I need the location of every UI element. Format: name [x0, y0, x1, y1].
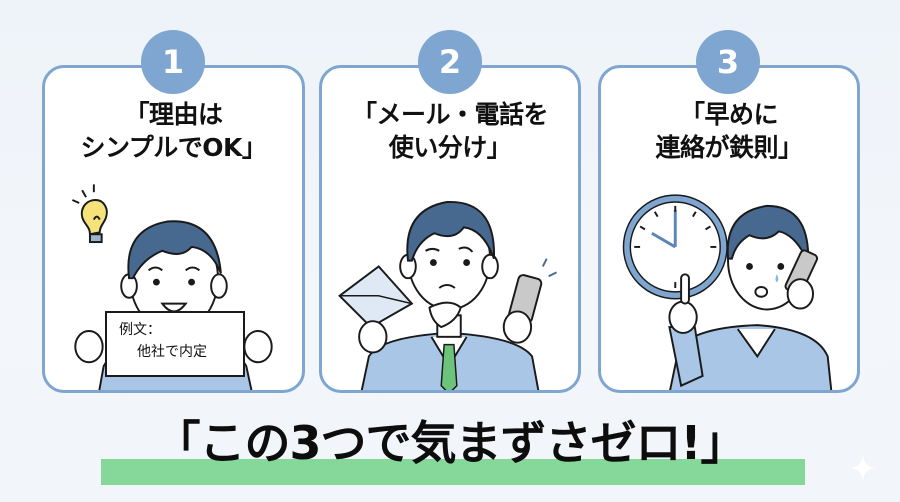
thinking-man-illustration — [338, 201, 557, 390]
example-sign: 例文： 他社で内定 — [105, 311, 245, 377]
tip-title-3: 「早めに 連絡が鉄則」 — [655, 100, 803, 162]
sparkle-icon — [850, 455, 876, 481]
banner-text: 「この3つで気まずさゼロ!」 — [154, 416, 747, 470]
envelope-icon — [338, 265, 414, 329]
tip-card-3: 「早めに 連絡が鉄則」 — [598, 65, 860, 393]
step-number-badge-3: 3 — [696, 30, 760, 94]
tip-title-2: 「メール・電話を 使い分け」 — [351, 100, 549, 162]
lightbulb-icon — [71, 184, 108, 244]
worried-man-illustration — [622, 194, 833, 390]
step-number-badge-2: 2 — [418, 30, 482, 94]
tip-card-2: 「メール・電話を 使い分け」 — [319, 65, 581, 393]
summary-banner: 「この3つで気まずさゼロ!」 — [95, 403, 805, 485]
tip-title-1: 「理由は シンプルでOK」 — [80, 100, 267, 162]
highlight-bar — [101, 459, 805, 485]
step-number-badge-1: 1 — [141, 30, 205, 94]
clock-icon — [622, 194, 728, 300]
tip-card-1: 「理由は シンプルでOK」 例文： 他 — [42, 65, 305, 393]
